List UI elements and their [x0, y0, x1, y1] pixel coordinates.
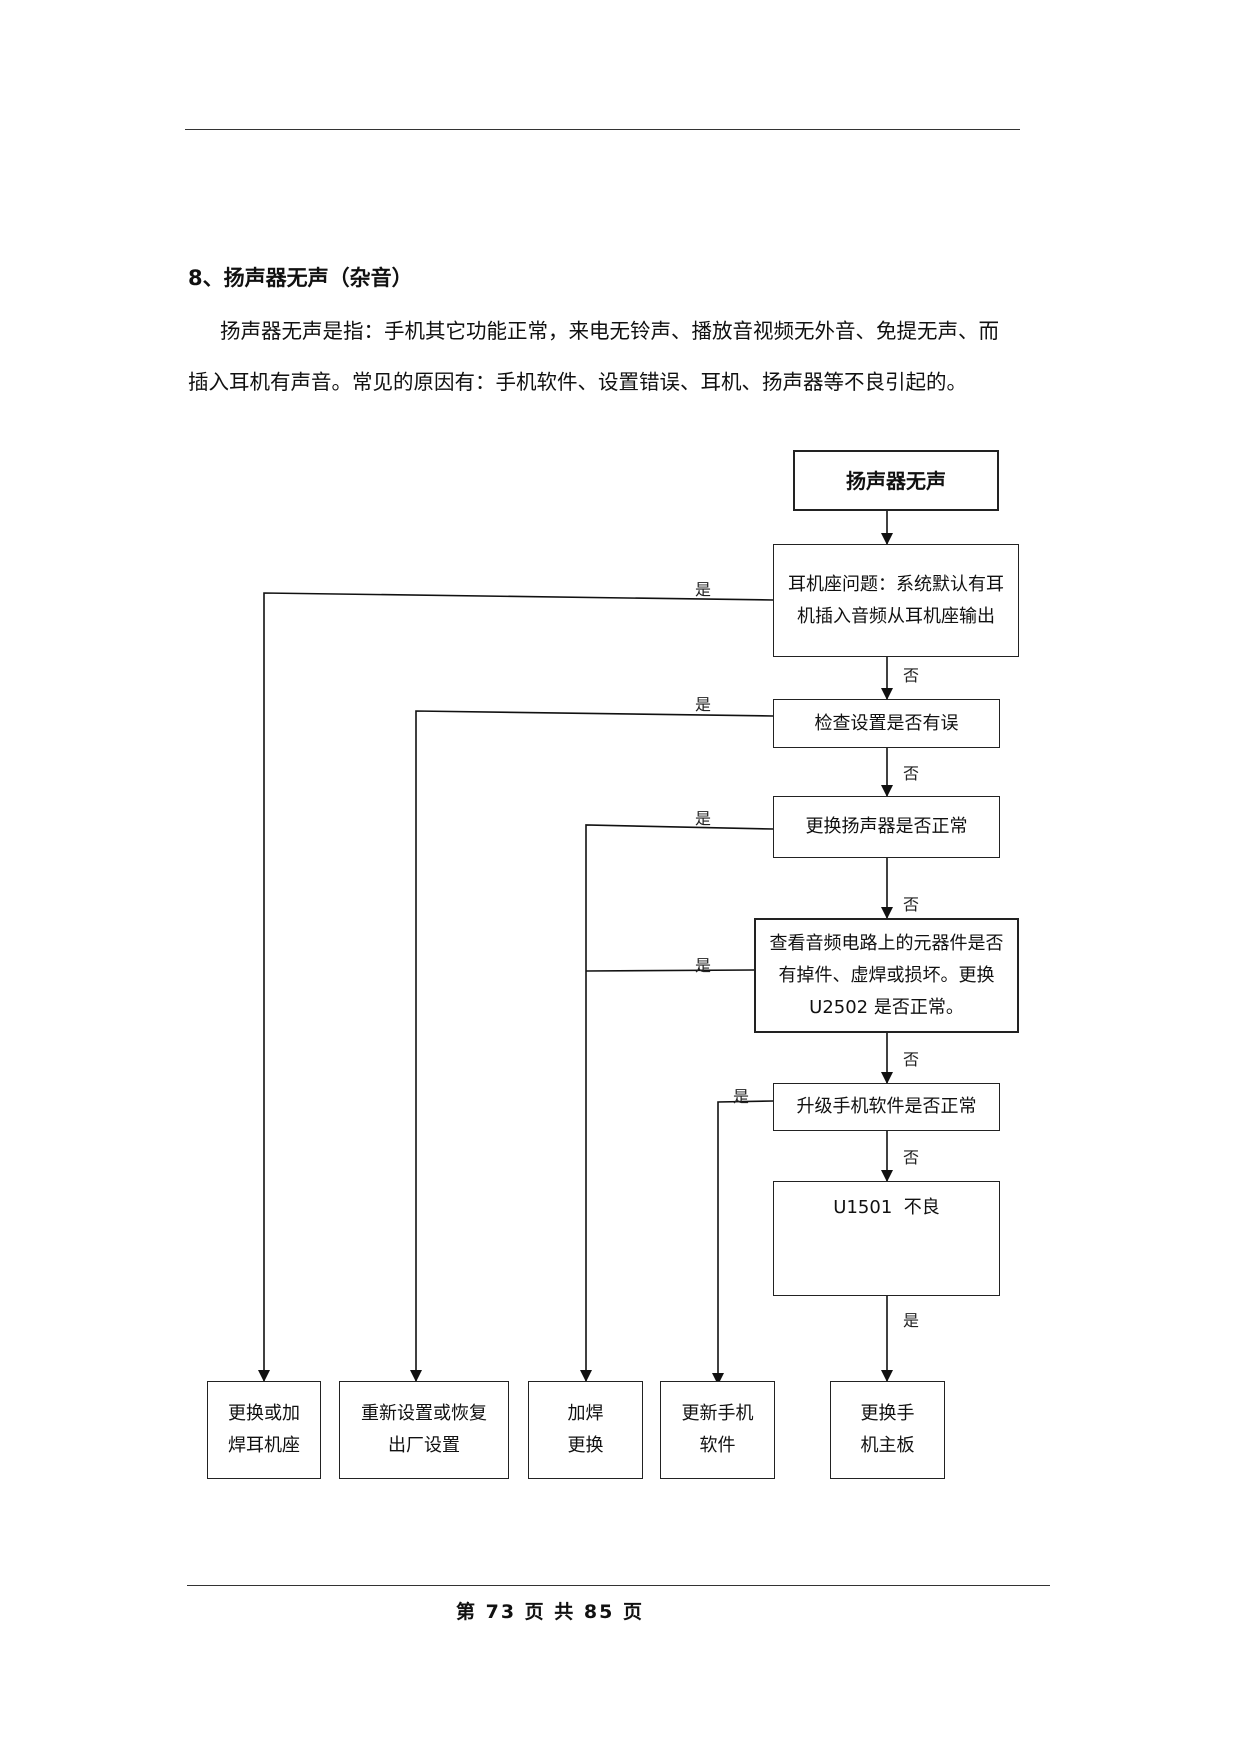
result-replace-mainboard: 更换手机主板	[830, 1381, 945, 1479]
yes-label-5: 是	[733, 1087, 750, 1106]
no-label-3: 否	[903, 895, 920, 914]
step-upgrade-software: 升级手机软件是否正常	[773, 1083, 1000, 1131]
yes-branch-step4	[585, 969, 755, 972]
yes-label-3: 是	[695, 809, 712, 828]
result-label: 更换手机主板	[860, 1403, 915, 1456]
result-label: 更换或加焊耳机座	[228, 1403, 300, 1456]
start-box: 扬声器无声	[793, 450, 999, 511]
step-check-settings: 检查设置是否有误	[773, 699, 1000, 748]
result-label: 加焊更换	[567, 1403, 604, 1456]
result-label: 重新设置或恢复出厂设置	[361, 1403, 487, 1456]
yes-label-2: 是	[695, 695, 712, 714]
result-reset-settings: 重新设置或恢复出厂设置	[339, 1381, 509, 1479]
result-resolder-replace: 加焊更换	[528, 1381, 643, 1479]
step-check-audio-circuit: 查看音频电路上的元器件是否有掉件、虚焊或损坏。更换 U2502 是否正常。	[754, 918, 1019, 1033]
no-label-2: 否	[903, 764, 920, 783]
footer-rule	[187, 1585, 1050, 1586]
no-label-5: 否	[903, 1148, 920, 1167]
page-number: 第 73 页 共 85 页	[456, 1601, 644, 1623]
no-label-4: 否	[903, 1050, 920, 1069]
result-label: 更新手机软件	[681, 1403, 754, 1456]
paragraph-line-1: 扬声器无声是指：手机其它功能正常，来电无铃声、播放音视频无外音、免提无声、而	[220, 319, 999, 343]
yes-branch-step2	[410, 710, 774, 1382]
step-replace-speaker: 更换扬声器是否正常	[773, 796, 1000, 858]
yes-label-1: 是	[695, 580, 712, 599]
step-label: 更换扬声器是否正常	[805, 816, 968, 837]
step-label: 升级手机软件是否正常	[796, 1096, 977, 1117]
step-label: 查看音频电路上的元器件是否有掉件、虚焊或损坏。更换 U2502 是否正常。	[769, 932, 1004, 1018]
step-label: 耳机座问题：系统默认有耳机插入音频从耳机座输出	[788, 573, 1004, 627]
step-earphone-jack: 耳机座问题：系统默认有耳机插入音频从耳机座输出	[773, 544, 1019, 657]
yes-label-4: 是	[695, 956, 712, 975]
start-label: 扬声器无声	[846, 468, 946, 493]
paragraph-line-2: 插入耳机有声音。常见的原因有：手机软件、设置错误、耳机、扬声器等不良引起的。	[188, 370, 967, 394]
yes-branch-step1	[258, 592, 774, 1382]
yes-branch-step3	[580, 824, 774, 1382]
result-replace-jack: 更换或加焊耳机座	[207, 1381, 321, 1479]
no-label-1: 否	[903, 666, 920, 685]
yes-branch-step5	[712, 1100, 774, 1385]
step-u1501-faulty: U1501 不良	[773, 1181, 1000, 1296]
result-update-software: 更新手机软件	[660, 1381, 775, 1479]
section-title: 8、扬声器无声（杂音）	[188, 266, 413, 290]
step-label: U1501 不良	[833, 1197, 940, 1218]
step-label: 检查设置是否有误	[814, 712, 959, 734]
yes-label-6: 是	[903, 1311, 920, 1330]
header-rule	[185, 129, 1020, 130]
